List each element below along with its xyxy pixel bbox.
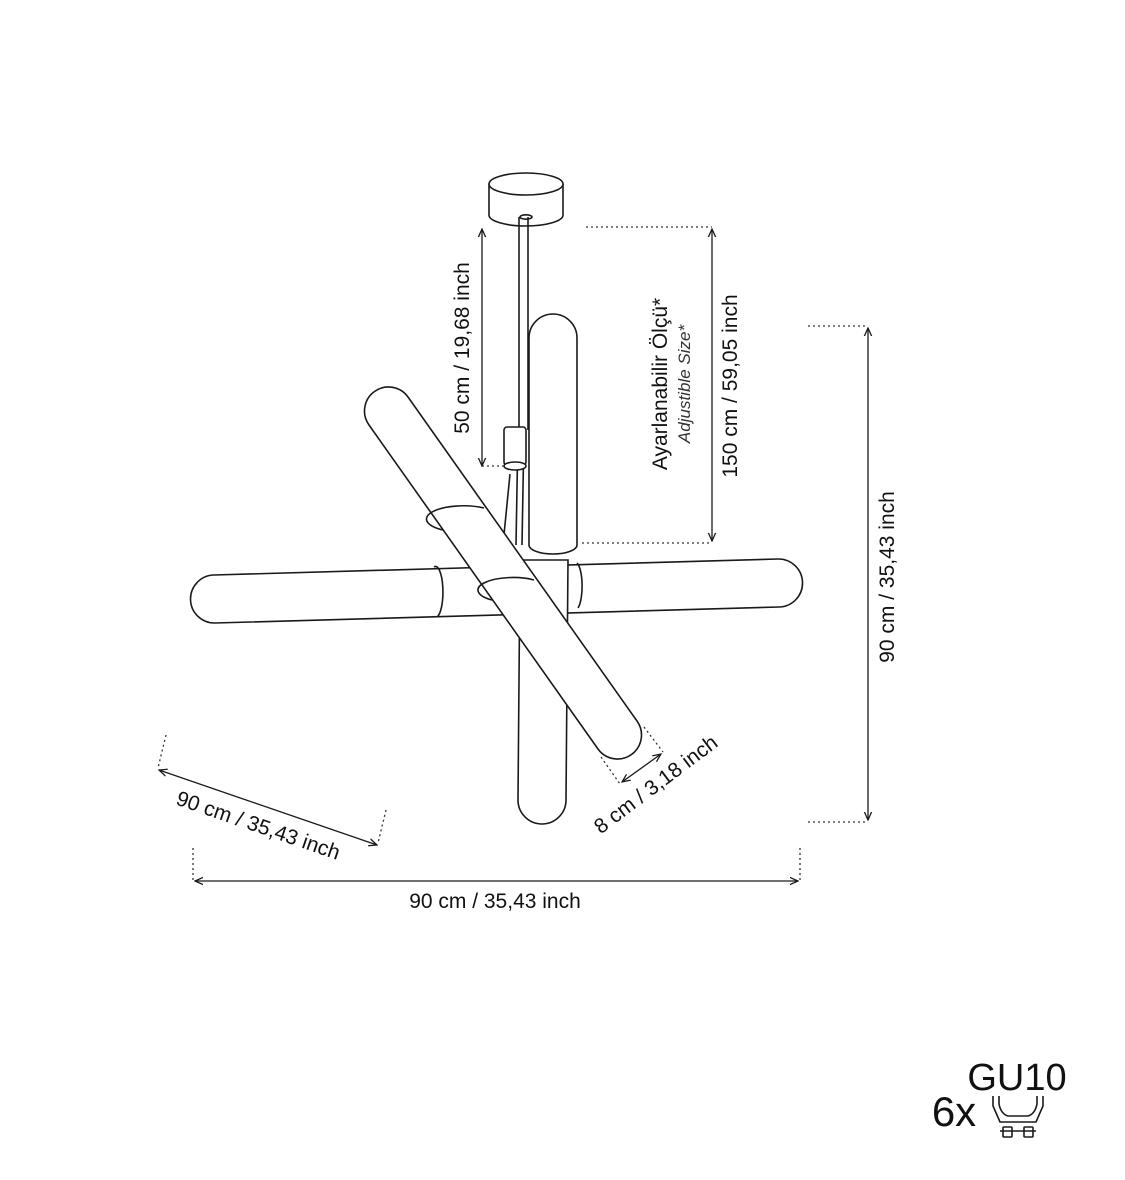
- adjustable-label-tr: Ayarlanabilir Ölçü*: [649, 298, 672, 470]
- height-label: 90 cm / 35,43 inch: [876, 491, 899, 663]
- gu10-bulb-icon: [992, 1096, 1044, 1138]
- dimension-adjustable: 150 cm / 59,05 inch Ayarlanabilir Ölçü* …: [582, 226, 742, 544]
- bulb-info: GU10 6x: [932, 1057, 1067, 1138]
- ceiling-canopy: [488, 172, 564, 227]
- tube-diagonal: [363, 386, 643, 760]
- suspension-length-label: 50 cm / 19,68 inch: [451, 262, 474, 434]
- bulb-type-label: GU10: [967, 1057, 1066, 1099]
- depth-label: 90 cm / 35,43 inch: [173, 787, 343, 865]
- dimension-suspension: 50 cm / 19,68 inch: [451, 229, 506, 466]
- lamp-illustration: [189, 172, 804, 825]
- dimension-width: 90 cm / 35,43 inch: [192, 848, 801, 913]
- width-label: 90 cm / 35,43 inch: [409, 890, 581, 913]
- dimension-depth: 90 cm / 35,43 inch: [157, 734, 387, 865]
- adjustable-total-label: 150 cm / 59,05 inch: [719, 294, 742, 477]
- bulb-count-label: 6x: [932, 1088, 976, 1135]
- adjustable-label-en: Adjustible Size*: [675, 324, 694, 445]
- tube-vertical-upper: [528, 313, 578, 555]
- suspension-rod: [499, 217, 529, 576]
- height-adjuster: [503, 426, 527, 471]
- dimension-height: 90 cm / 35,43 inch: [808, 325, 899, 823]
